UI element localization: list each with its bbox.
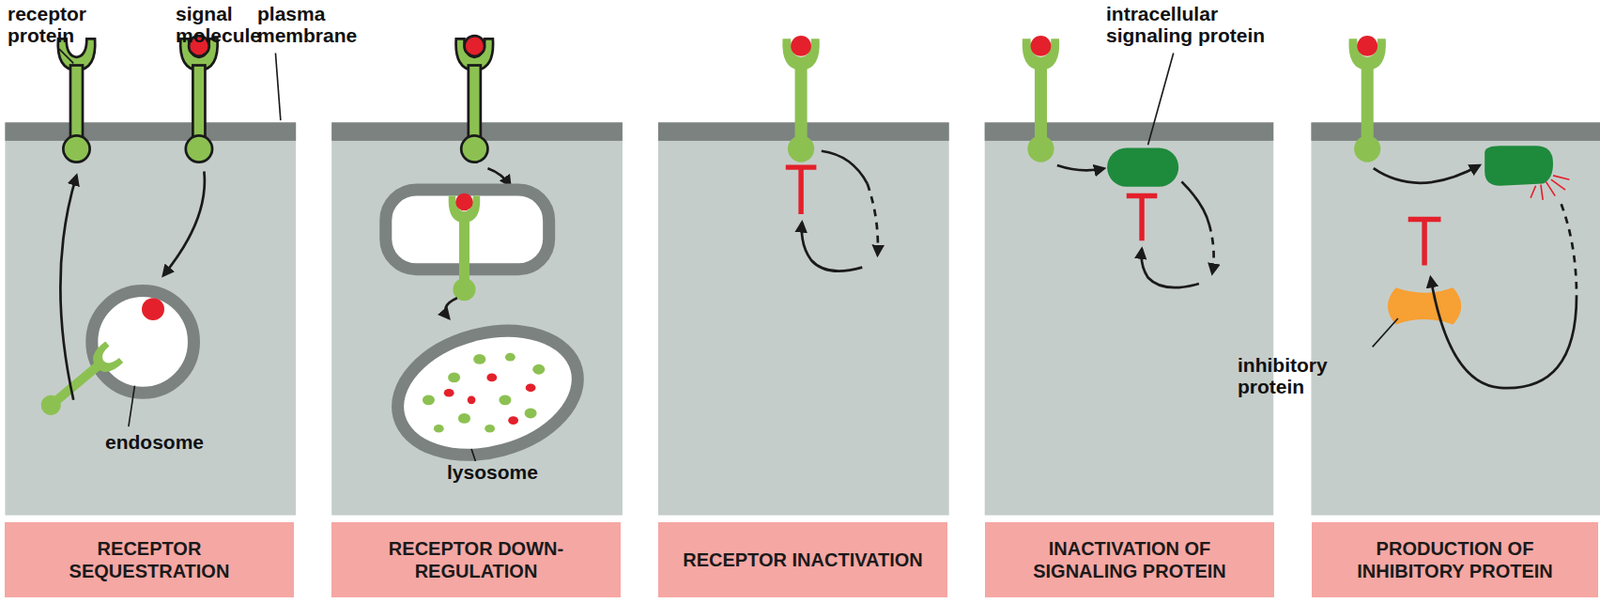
- mechanism-box: INACTIVATION OF SIGNALING PROTEIN: [984, 522, 1275, 598]
- panel-inhibitory-protein: [1348, 35, 1577, 388]
- panel-sequestration: [34, 35, 281, 427]
- part-label: signal molecule: [175, 3, 270, 47]
- part-label: endosome: [105, 431, 204, 454]
- mechanism-box: RECEPTOR INACTIVATION: [658, 522, 948, 598]
- cell-panels: [4, 122, 1600, 515]
- part-label: intracellular signaling protein: [1106, 3, 1294, 47]
- mechanism-name: RECEPTOR SEQUESTRATION: [26, 537, 273, 583]
- mechanism-box: PRODUCTION OF INHIBITORY PROTEIN: [1311, 522, 1599, 598]
- part-label: receptor protein: [7, 3, 111, 47]
- panel-signaling-inactivation: [1022, 35, 1215, 288]
- mechanism-name: PRODUCTION OF INHIBITORY PROTEIN: [1332, 537, 1579, 583]
- panel-down-regulation: [384, 35, 593, 474]
- mechanism-box: RECEPTOR DOWN-REGULATION: [331, 522, 621, 598]
- mechanism-box: RECEPTOR SEQUESTRATION: [4, 522, 294, 598]
- mechanism-name: RECEPTOR DOWN-REGULATION: [353, 537, 600, 583]
- panel-receptor-inactivation: [782, 35, 878, 272]
- mechanism-name: INACTIVATION OF SIGNALING PROTEIN: [1006, 537, 1253, 583]
- part-label: lysosome: [446, 461, 539, 484]
- mechanism-name: RECEPTOR INACTIVATION: [682, 548, 924, 571]
- part-label: inhibitory protein: [1237, 354, 1341, 398]
- part-label: plasma membrane: [257, 3, 361, 47]
